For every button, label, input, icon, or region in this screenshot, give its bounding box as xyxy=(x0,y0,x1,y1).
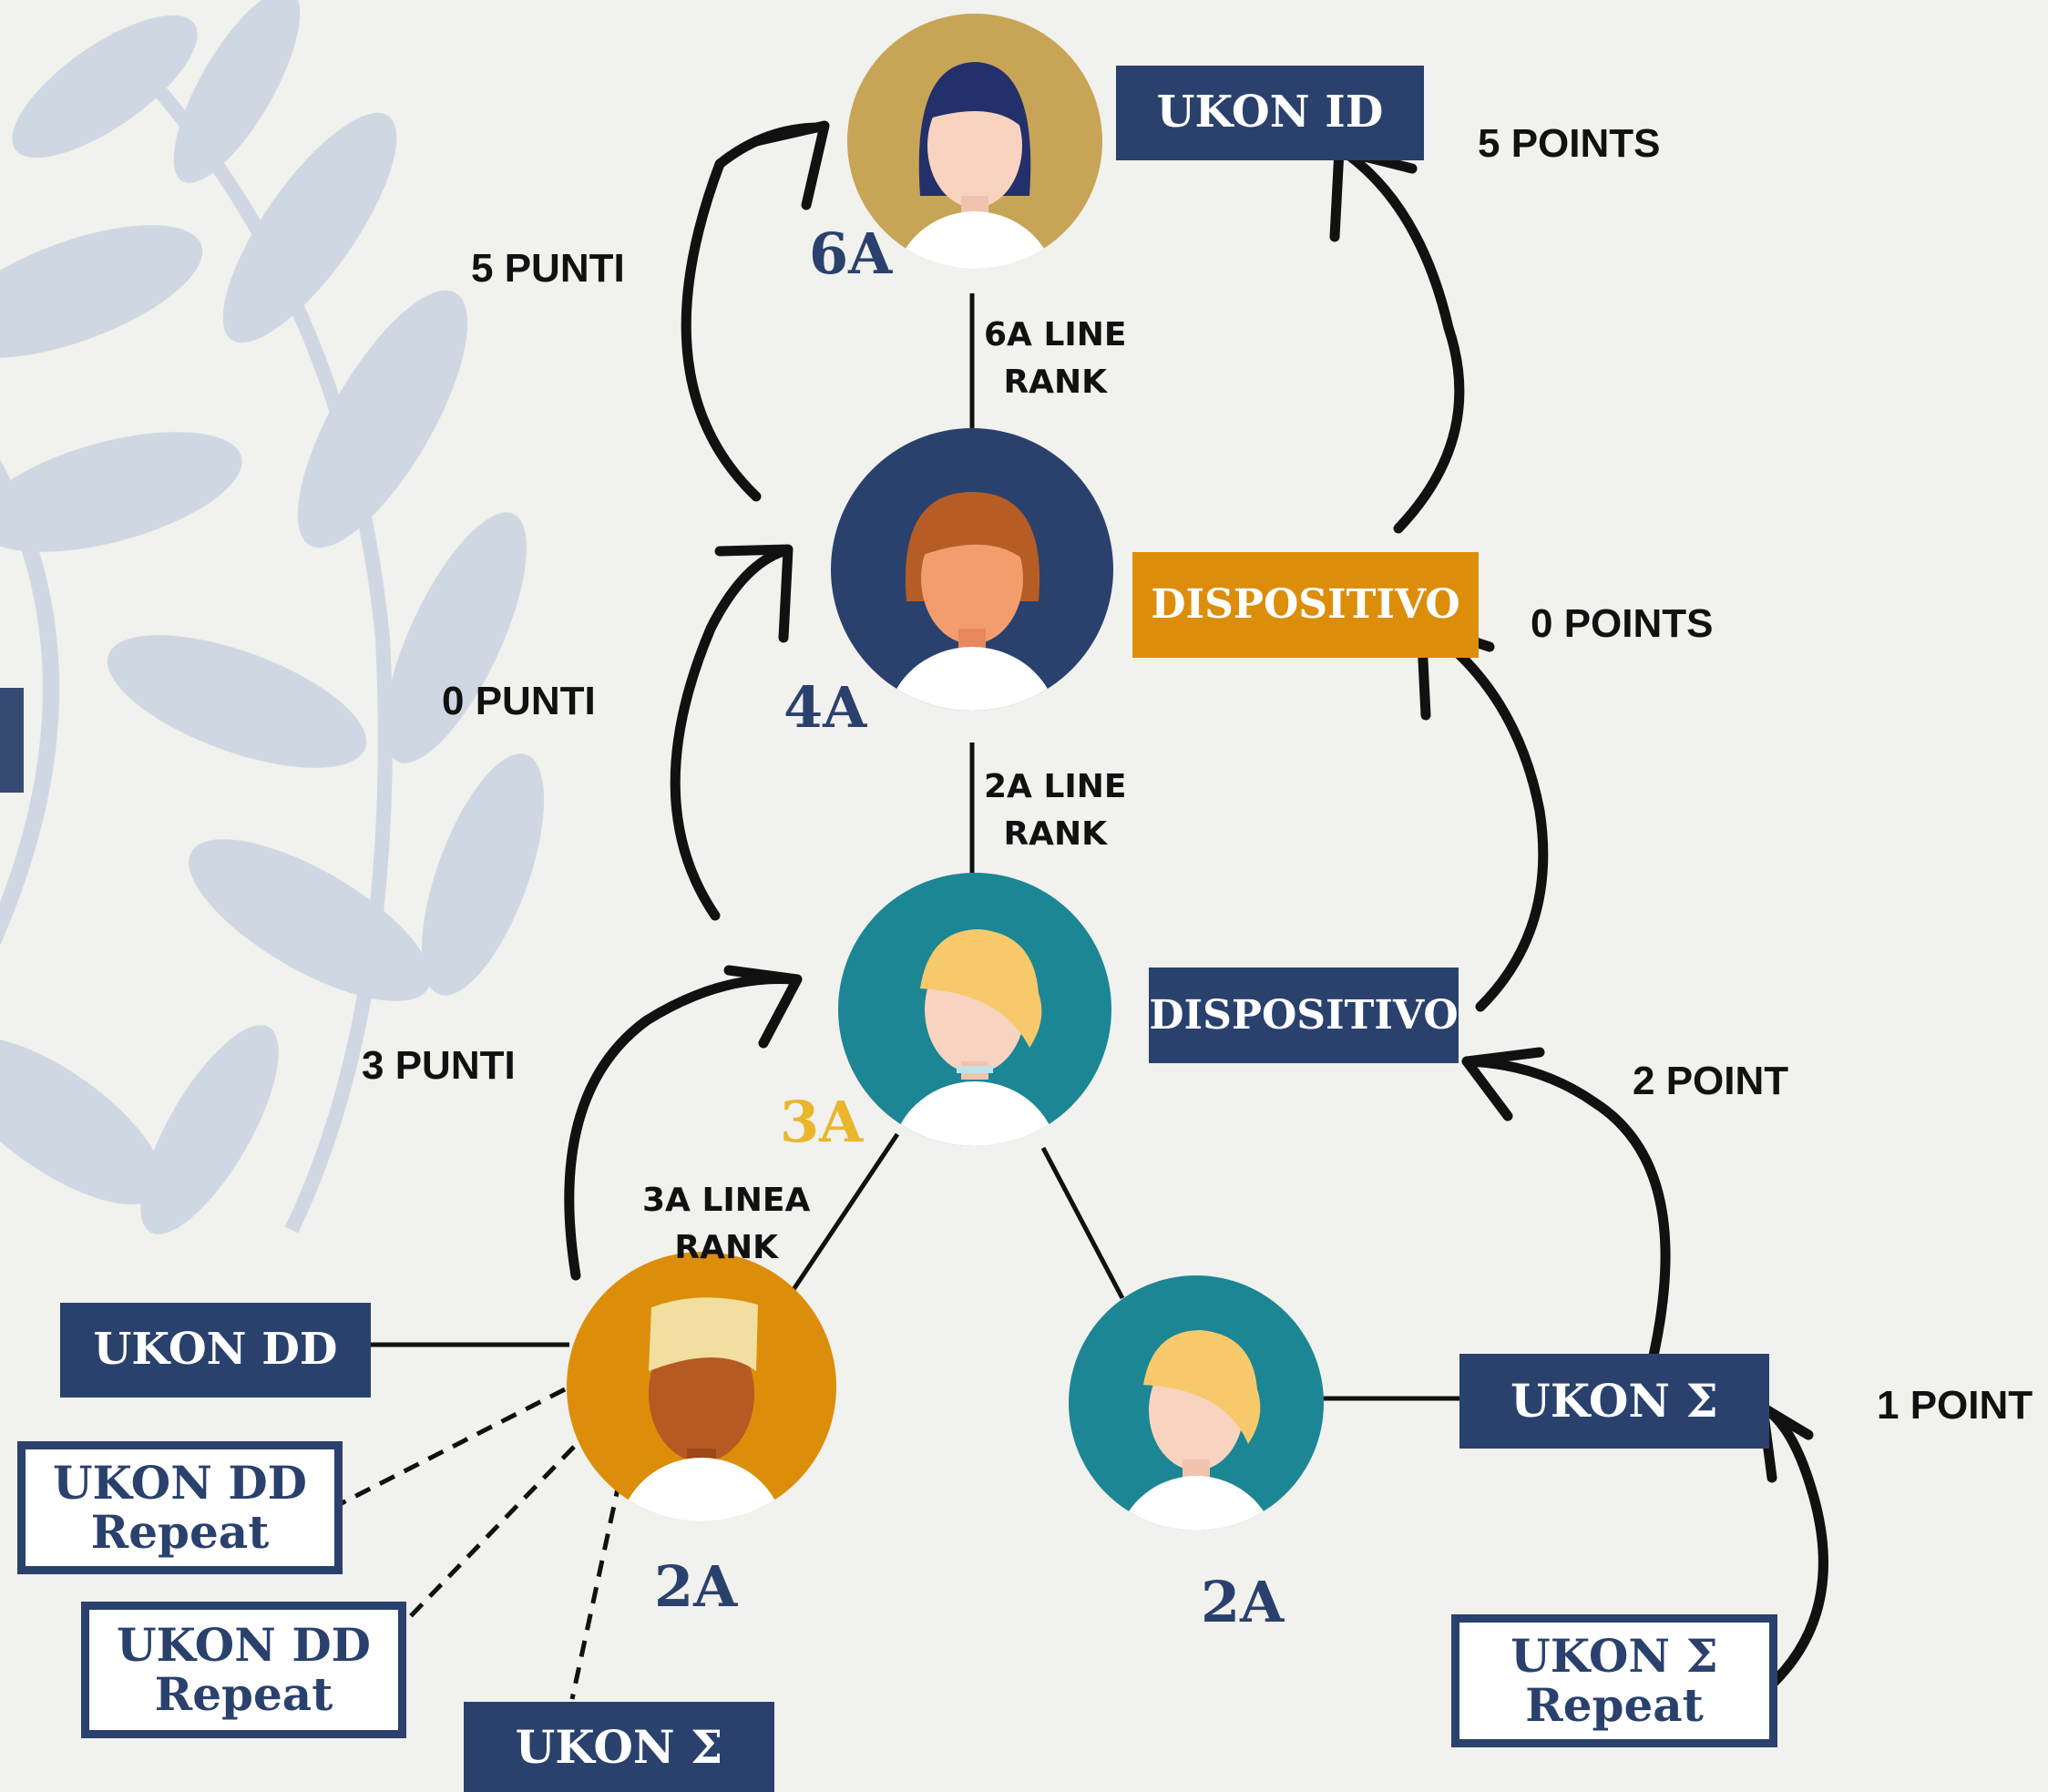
connector-line xyxy=(788,1132,900,1295)
node-2a-left xyxy=(567,1252,836,1521)
partial-letter-shape xyxy=(0,688,24,793)
ukon-id-box: UKON ID xyxy=(1116,66,1424,160)
box-line-2: Repeat xyxy=(90,1505,270,1559)
connector-line-dashed xyxy=(404,1445,576,1623)
woman-dark-hair-avatar xyxy=(893,62,1057,269)
leaf-icon xyxy=(0,0,545,1234)
laurel-stem xyxy=(104,31,393,1234)
box-line-1: UKON DD xyxy=(52,1456,308,1510)
box-line-1: UKON Σ xyxy=(1510,1629,1718,1683)
ukon-sigma-repeat-box: UKON Σ Repeat xyxy=(1451,1614,1777,1747)
arrow-icon xyxy=(564,965,803,1281)
points-label-5-punti: 5 PUNTI xyxy=(471,246,625,291)
node-3a xyxy=(838,873,1111,1146)
points-label-3-punti: 3 PUNTI xyxy=(362,1043,516,1088)
node-4a xyxy=(831,428,1113,711)
ukon-sigma-right-box: UKON Σ xyxy=(1459,1354,1769,1449)
points-label-2-point: 2 POINT xyxy=(1633,1059,1789,1103)
box-line-2: Repeat xyxy=(154,1667,333,1721)
level-label-6a: 6A xyxy=(809,220,893,287)
ukon-dd-repeat-box-2: UKON DD Repeat xyxy=(81,1602,406,1738)
connector-line-dashed xyxy=(340,1387,567,1506)
rank-label-line-2: RANK xyxy=(674,1229,778,1267)
box-line-2: Repeat xyxy=(1525,1678,1704,1732)
arrow-icon xyxy=(670,544,794,921)
rank-label-line-1: 2A LINE xyxy=(984,768,1127,805)
rank-label-3a-line: 3A LINEA RANK xyxy=(642,1177,810,1272)
laurel-ring xyxy=(0,459,60,946)
box-line-1: UKON DD xyxy=(116,1618,372,1672)
woman-blonde-hair-avatar xyxy=(891,929,1059,1146)
woman-blonde-hair-avatar xyxy=(1116,1330,1276,1531)
node-2a-right xyxy=(1069,1275,1324,1531)
ukon-sigma-bottom-box: UKON Σ xyxy=(464,1702,774,1792)
level-label-2a-right: 2A xyxy=(1201,1569,1285,1635)
rank-label-line-1: 6A LINE xyxy=(984,316,1127,353)
level-label-4a: 4A xyxy=(783,674,867,741)
points-label-5-points: 5 POINTS xyxy=(1478,121,1661,166)
rank-label-6a-line: 6A LINE RANK xyxy=(984,312,1127,406)
connector-line xyxy=(1040,1146,1125,1300)
node-6a xyxy=(847,14,1102,269)
arrow-icon xyxy=(681,120,830,502)
rank-label-line-2: RANK xyxy=(1003,364,1108,402)
ukon-dd-box: UKON DD xyxy=(60,1303,371,1398)
dispositivo-navy-box: DISPOSITIVO xyxy=(1149,968,1459,1063)
arrow-icon xyxy=(1461,1047,1671,1361)
rank-label-line-1: 3A LINEA xyxy=(642,1182,811,1219)
man-blonde-hair-avatar xyxy=(618,1297,785,1521)
points-label-0-points: 0 POINTS xyxy=(1531,601,1714,646)
level-label-2a-left: 2A xyxy=(654,1553,738,1620)
points-label-1-point: 1 POINT xyxy=(1877,1383,2033,1428)
rank-label-2a-line: 2A LINE RANK xyxy=(984,763,1127,858)
dispositivo-gold-box: DISPOSITIVO xyxy=(1132,552,1479,658)
woman-auburn-hair-avatar xyxy=(886,492,1059,711)
level-label-3a: 3A xyxy=(780,1089,864,1155)
ukon-dd-repeat-box-1: UKON DD Repeat xyxy=(17,1441,343,1574)
rank-label-line-2: RANK xyxy=(1003,815,1108,854)
points-label-0-punti: 0 PUNTI xyxy=(442,679,596,723)
connector-line-dashed xyxy=(569,1480,622,1700)
